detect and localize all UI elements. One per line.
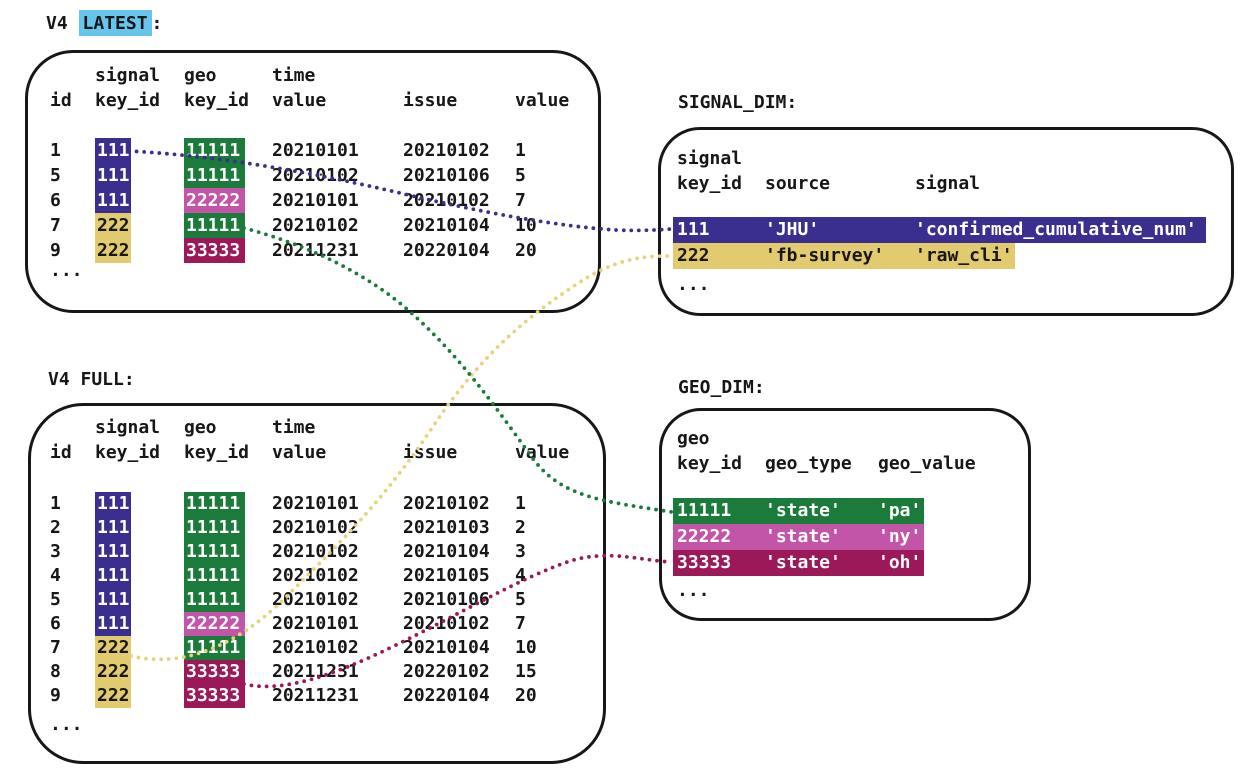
column-header: issue	[403, 90, 458, 111]
table-cell: 9	[50, 240, 61, 261]
table-cell: 33333	[677, 552, 732, 573]
column-header: geo_value	[878, 453, 976, 474]
table-cell: 5	[50, 589, 61, 610]
highlight-cell	[673, 550, 924, 576]
highlight-cell: 111	[95, 138, 131, 163]
highlight-cell	[673, 524, 924, 550]
highlight-cell	[673, 217, 1206, 243]
latest-highlight: LATEST	[78, 10, 152, 36]
table-cell: 20	[515, 685, 537, 706]
v4-latest-title-colon: :	[151, 13, 163, 34]
geo-dim-title: GEO_DIM:	[678, 377, 765, 398]
table-cell: 11111	[677, 500, 732, 521]
column-header: geo	[184, 65, 217, 86]
highlight-cell: 111	[95, 188, 131, 213]
column-header: value	[515, 90, 570, 111]
table-cell: 1	[50, 140, 61, 161]
highlight-cell: 222	[95, 636, 131, 660]
table-cell: 'oh'	[878, 552, 922, 573]
table-cell: 2	[50, 517, 61, 538]
column-header: value	[272, 90, 327, 111]
v4-latest-title-prefix: V4	[46, 13, 79, 34]
highlight-cell: 111	[95, 492, 131, 516]
highlight-cell: 111	[95, 588, 131, 612]
highlight-cell	[673, 498, 924, 524]
table-cell: 111	[677, 219, 710, 240]
column-header: geo_type	[765, 453, 852, 474]
highlight-cell: 222	[95, 660, 131, 684]
column-header: key_id	[184, 90, 250, 111]
highlight-cell: 111	[95, 163, 131, 188]
table-cell: 'state'	[765, 552, 841, 573]
table-cell: 20211231	[272, 685, 359, 706]
table-cell: 5	[50, 165, 61, 186]
table-cell: 20220104	[403, 685, 490, 706]
table-cell: 6	[50, 190, 61, 211]
v4-latest-title: V4 LATEST:	[46, 10, 163, 36]
highlight-cell: 222	[95, 238, 131, 263]
column-header: signal	[677, 148, 743, 169]
column-header: id	[50, 90, 72, 111]
highlight-cell: 33333	[184, 660, 245, 684]
highlight-cell	[673, 243, 1015, 269]
table-cell: 'pa'	[878, 500, 922, 521]
table-cell: 222	[677, 245, 710, 266]
column-header: key_id	[95, 90, 161, 111]
table-cell: 'fb-survey'	[765, 245, 885, 266]
table-cell: 3	[50, 541, 61, 562]
highlight-cell: 222	[95, 213, 131, 238]
column-header: signal	[915, 173, 981, 194]
column-header: id	[50, 442, 72, 463]
v4-full-title: V4 FULL:	[48, 369, 135, 390]
table-cell: 'state'	[765, 500, 841, 521]
table-cell: 7	[50, 637, 61, 658]
column-header: signal	[95, 65, 161, 86]
table-cell: 6	[50, 613, 61, 634]
highlight-cell: 33333	[184, 684, 245, 708]
table-cell: 7	[50, 215, 61, 236]
highlight-cell: 111	[95, 612, 131, 636]
table-cell: 1	[50, 493, 61, 514]
table-cell: 'confirmed_cumulative_num'	[915, 219, 1197, 240]
column-header: key_id	[677, 453, 743, 474]
table-cell: 'JHU'	[765, 219, 820, 240]
table-cell: 'raw_cli'	[915, 245, 1013, 266]
column-header: geo	[677, 428, 710, 449]
ellipsis: ...	[50, 260, 83, 281]
table-cell: 9	[50, 685, 61, 706]
table-cell: 4	[50, 565, 61, 586]
ellipsis: ...	[677, 274, 710, 295]
table-cell: 'ny'	[878, 526, 922, 547]
highlight-cell: 111	[95, 564, 131, 588]
table-cell: 8	[50, 661, 61, 682]
highlight-cell: 111	[95, 516, 131, 540]
table-cell: 22222	[677, 526, 732, 547]
column-header: source	[765, 173, 831, 194]
highlight-cell: 222	[95, 684, 131, 708]
signal-dim-title: SIGNAL_DIM:	[678, 92, 798, 113]
table-cell: 'state'	[765, 526, 841, 547]
column-header: time	[272, 65, 316, 86]
ellipsis: ...	[50, 714, 83, 735]
column-header: key_id	[677, 173, 743, 194]
ellipsis: ...	[677, 580, 710, 601]
highlight-cell: 111	[95, 540, 131, 564]
